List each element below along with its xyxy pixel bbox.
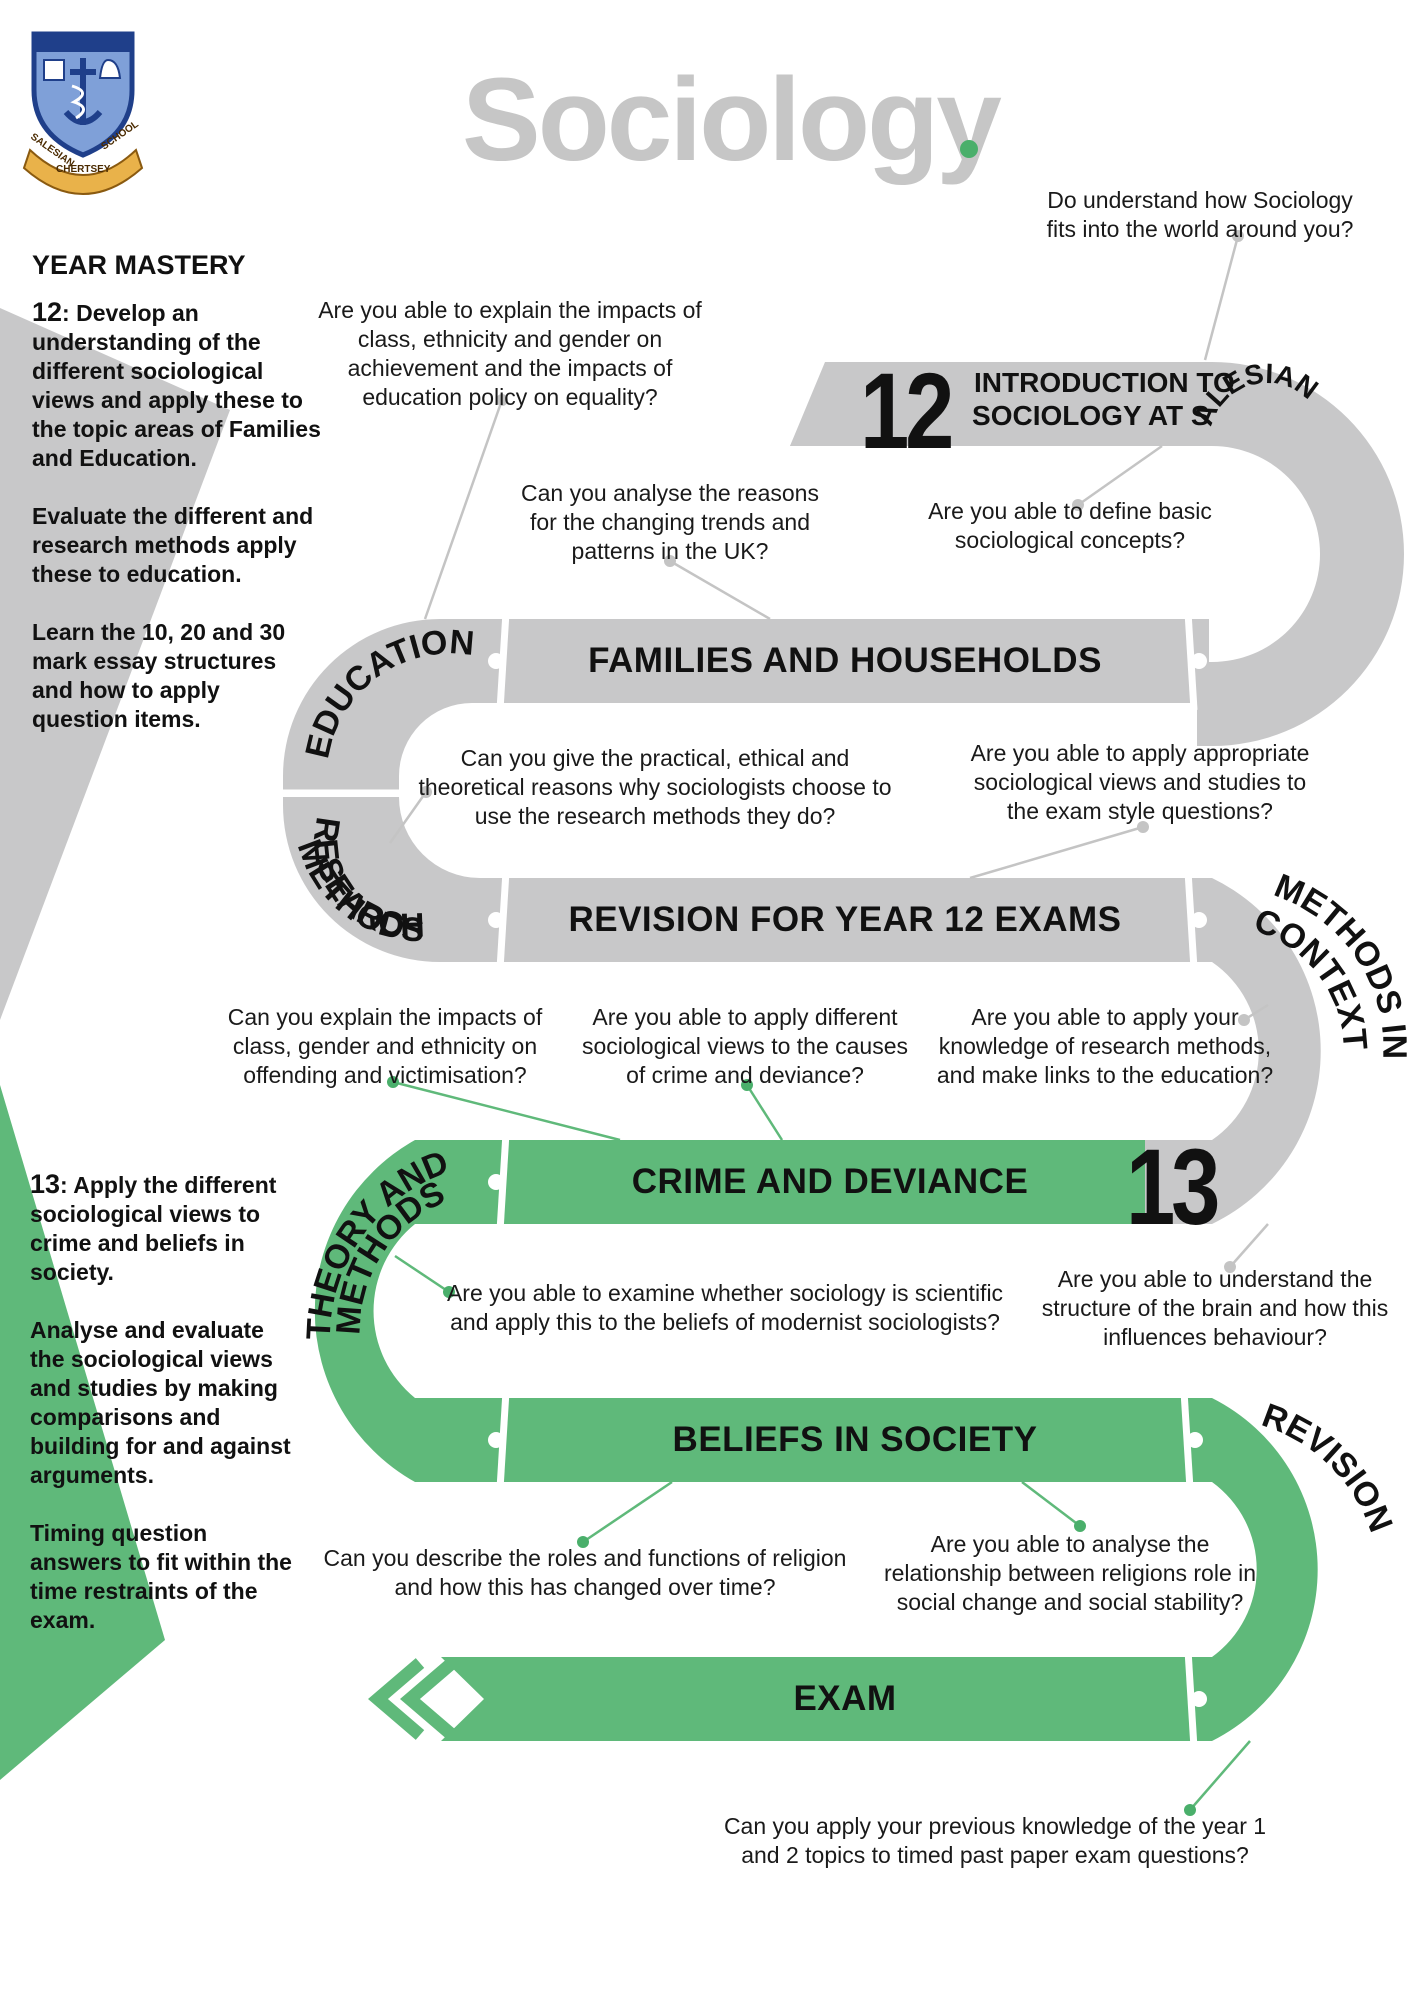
road-revision13	[1185, 1398, 1318, 1741]
year12-number: 12	[860, 350, 954, 471]
year13-number: 13	[1126, 1126, 1220, 1247]
year12-num: 12	[32, 297, 63, 327]
title-dot-icon	[960, 140, 978, 158]
band-crime: CRIME AND DEVIANCE	[631, 1162, 1029, 1201]
connector-lines	[388, 235, 1269, 1268]
intro-label-line1: INTRODUCTION TO	[974, 367, 1235, 398]
crest-ribbon: CHERTSEY	[56, 164, 111, 175]
left-grey-wedge	[0, 308, 230, 1020]
year12-p3: Learn the 10, 20 and 30 mark essay struc…	[32, 619, 286, 732]
band-families: FAMILIES AND HOUSEHOLDS	[588, 641, 1102, 680]
band-exam: EXAM	[793, 1679, 897, 1718]
road-crime	[487, 1140, 1145, 1224]
road-education	[283, 619, 503, 790]
road-methods-context	[1145, 878, 1321, 1224]
band-revision12: REVISION FOR YEAR 12 EXAMS	[568, 900, 1122, 939]
year13-num: 13	[30, 1169, 61, 1199]
road-families	[487, 619, 1209, 703]
road-exam	[441, 1657, 1197, 1741]
year12-sep: :	[62, 300, 70, 326]
exam-chevron-icon-2	[368, 1658, 425, 1740]
road-theory-methods	[314, 1140, 503, 1482]
separator-knobs	[488, 653, 1207, 1707]
year-mastery-heading: YEAR MASTERY	[32, 250, 246, 280]
band-beliefs: BELIEFS IN SOCIETY	[672, 1420, 1038, 1459]
road-revision12	[487, 878, 1199, 962]
year13-p3: Timing question answers to fit within th…	[30, 1520, 292, 1633]
question-scientific: Are you able to examine whether sociolog…	[446, 1280, 1004, 1335]
connector-lines-green	[392, 1080, 1251, 1811]
year13-sep: :	[60, 1172, 68, 1198]
left-green-wedge	[0, 1085, 165, 1780]
connector-dots	[420, 230, 1250, 1273]
question-past-papers: Can you apply your previous knowledge of…	[723, 1813, 1267, 1868]
year13-summary: 13: Apply the different sociological vie…	[30, 1170, 300, 1664]
school-crest-icon	[22, 31, 144, 195]
page-title: Sociology	[462, 54, 1002, 186]
road-beliefs	[487, 1398, 1197, 1482]
year13-p2: Analyse and evaluate the sociological vi…	[30, 1317, 291, 1488]
exam-chevron-icon	[400, 1658, 457, 1740]
year13-p1: Apply the different sociological views t…	[30, 1172, 277, 1285]
year12-p2: Evaluate the different and research meth…	[32, 503, 314, 587]
road-research-methods	[283, 797, 503, 962]
year12-tab	[790, 362, 942, 446]
year12-summary: 12: Develop an understanding of the diff…	[32, 298, 322, 763]
connector-dots-green	[387, 1076, 1196, 1816]
question-religion-roles: Can you describe the roles and functions…	[323, 1545, 847, 1600]
year12-p1: Develop an understanding of the differen…	[32, 300, 321, 471]
